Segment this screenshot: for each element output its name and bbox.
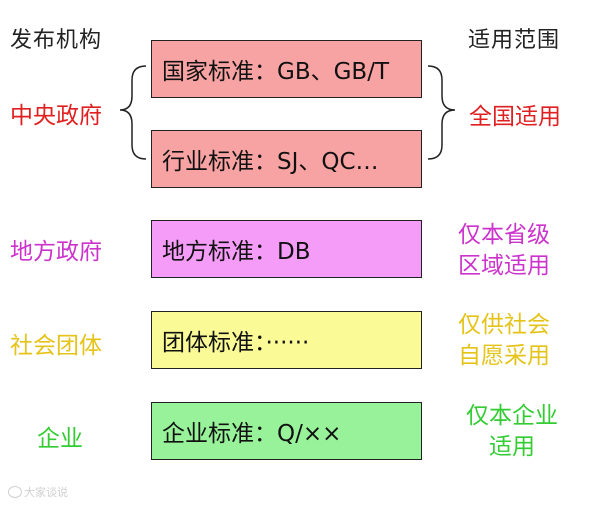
scope-local: 仅本省级 区域适用 xyxy=(458,220,550,282)
watermark-logo-icon xyxy=(8,486,22,498)
enterprise-standard-box: 企业标准：Q/×× xyxy=(151,402,422,460)
scope-group-line-2: 自愿采用 xyxy=(458,343,550,369)
scope-enterprise-line-1: 仅本企业 xyxy=(466,403,558,429)
watermark-text: 大家谈说 xyxy=(24,486,68,499)
scope-nationwide: 全国适用 xyxy=(469,104,561,130)
group-standard-box: 团体标准：······ xyxy=(151,311,422,369)
issuer-central-government: 中央政府 xyxy=(10,103,102,129)
industry-standard-box: 行业标准：SJ、QC… xyxy=(151,130,422,188)
issuer-local-government: 地方政府 xyxy=(10,239,102,265)
issuer-social-group: 社会团体 xyxy=(10,333,102,359)
left-brace xyxy=(119,65,147,160)
scope-column-header: 适用范围 xyxy=(468,28,561,53)
local-standard-box: 地方标准：DB xyxy=(151,220,422,278)
scope-enterprise-line-2: 适用 xyxy=(489,434,535,460)
scope-local-line-2: 区域适用 xyxy=(458,253,550,279)
scope-local-line-1: 仅本省级 xyxy=(458,222,550,248)
issuer-enterprise: 企业 xyxy=(37,426,83,452)
watermark: 大家谈说 xyxy=(8,484,68,500)
right-brace xyxy=(427,65,456,160)
scope-group: 仅供社会 自愿采用 xyxy=(458,310,550,372)
national-standard-box: 国家标准：GB、GB/T xyxy=(151,40,422,98)
issuer-column-header: 发布机构 xyxy=(10,28,103,53)
scope-enterprise: 仅本企业 适用 xyxy=(462,401,562,463)
scope-group-line-1: 仅供社会 xyxy=(458,312,550,338)
